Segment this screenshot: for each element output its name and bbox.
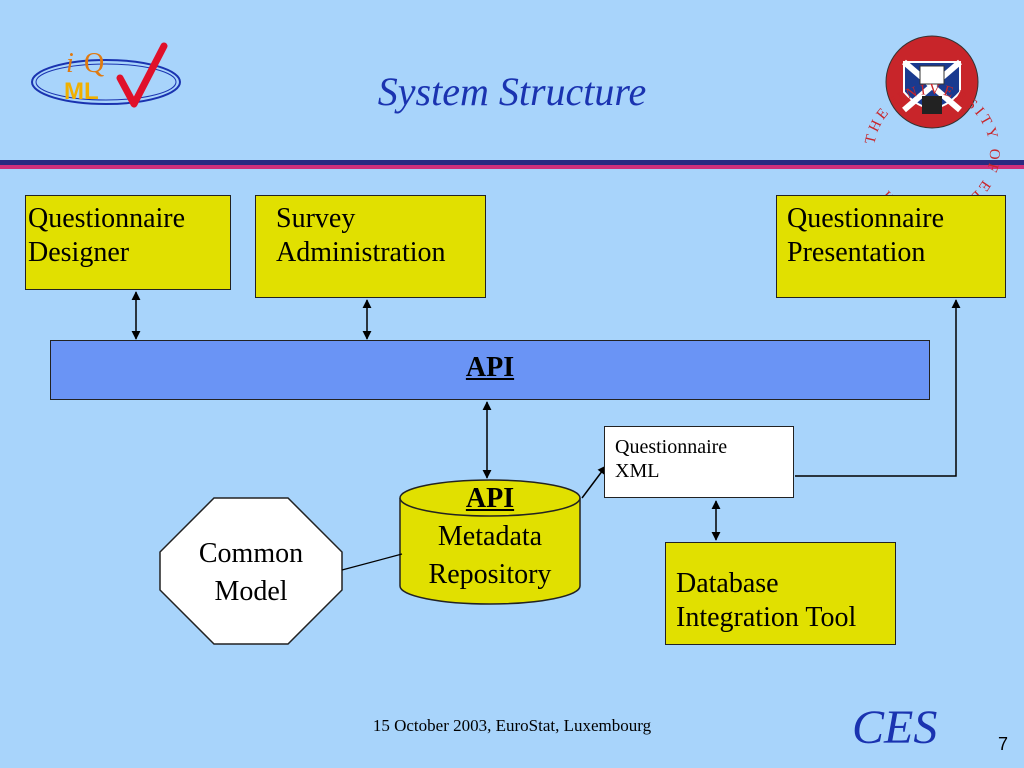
logo-letter-i: i [66, 48, 74, 79]
metadata-repository-line1: Metadata [437, 521, 543, 552]
survey-administration-line1: Survey [276, 203, 356, 234]
logo-letter-q: Q [84, 48, 105, 79]
database-integration-line1: Database [676, 568, 779, 599]
questionnaire-xml-box: Questionnaire XML [604, 426, 794, 498]
footer-brand: CES [852, 701, 938, 754]
questionnaire-designer-box: Questionnaire Designer [25, 195, 231, 290]
header-rule-dark [0, 160, 1024, 165]
header-rule-pink [0, 165, 1024, 169]
questionnaire-presentation-line2: Presentation [787, 237, 926, 268]
questionnaire-xml-line1: Questionnaire [615, 436, 728, 458]
metadata-repository-label: API Metadata Repository [398, 480, 582, 594]
questionnaire-designer-line2: Designer [28, 237, 130, 268]
connector-model-repository [341, 553, 403, 571]
questionnaire-presentation-line1: Questionnaire [787, 203, 945, 234]
database-integration-box: Database Integration Tool [665, 542, 896, 645]
common-model-line2: Model [214, 576, 288, 607]
connector-xml-presentation [795, 299, 961, 477]
metadata-repository-cylinder [399, 479, 581, 605]
common-model-line1: Common [198, 538, 304, 569]
questionnaire-xml-line2: XML [615, 460, 660, 482]
iqml-logo [31, 42, 181, 108]
logo-letters-ml: ML [64, 78, 99, 105]
questionnaire-designer-line1: Questionnaire [28, 203, 186, 234]
page-title: System Structure [377, 69, 647, 114]
questionnaire-presentation-box: Questionnaire Presentation [776, 195, 1006, 298]
connector-repository-xml [581, 465, 607, 499]
university-seal [860, 10, 1004, 154]
footer-text: 15 October 2003, EuroStat, Luxembourg [372, 716, 652, 735]
api-bar: API [50, 340, 930, 400]
metadata-repository-line2: Repository [428, 559, 552, 590]
page-number: 7 [998, 734, 1009, 754]
survey-administration-line2: Administration [276, 237, 446, 268]
common-model-label: Common Model [160, 535, 342, 611]
survey-administration-box: Survey Administration [255, 195, 486, 298]
database-integration-line2: Integration Tool [676, 602, 857, 633]
checkmark-icon [116, 42, 168, 108]
metadata-repository-api: API [465, 483, 515, 514]
common-model-octagon [159, 497, 343, 645]
